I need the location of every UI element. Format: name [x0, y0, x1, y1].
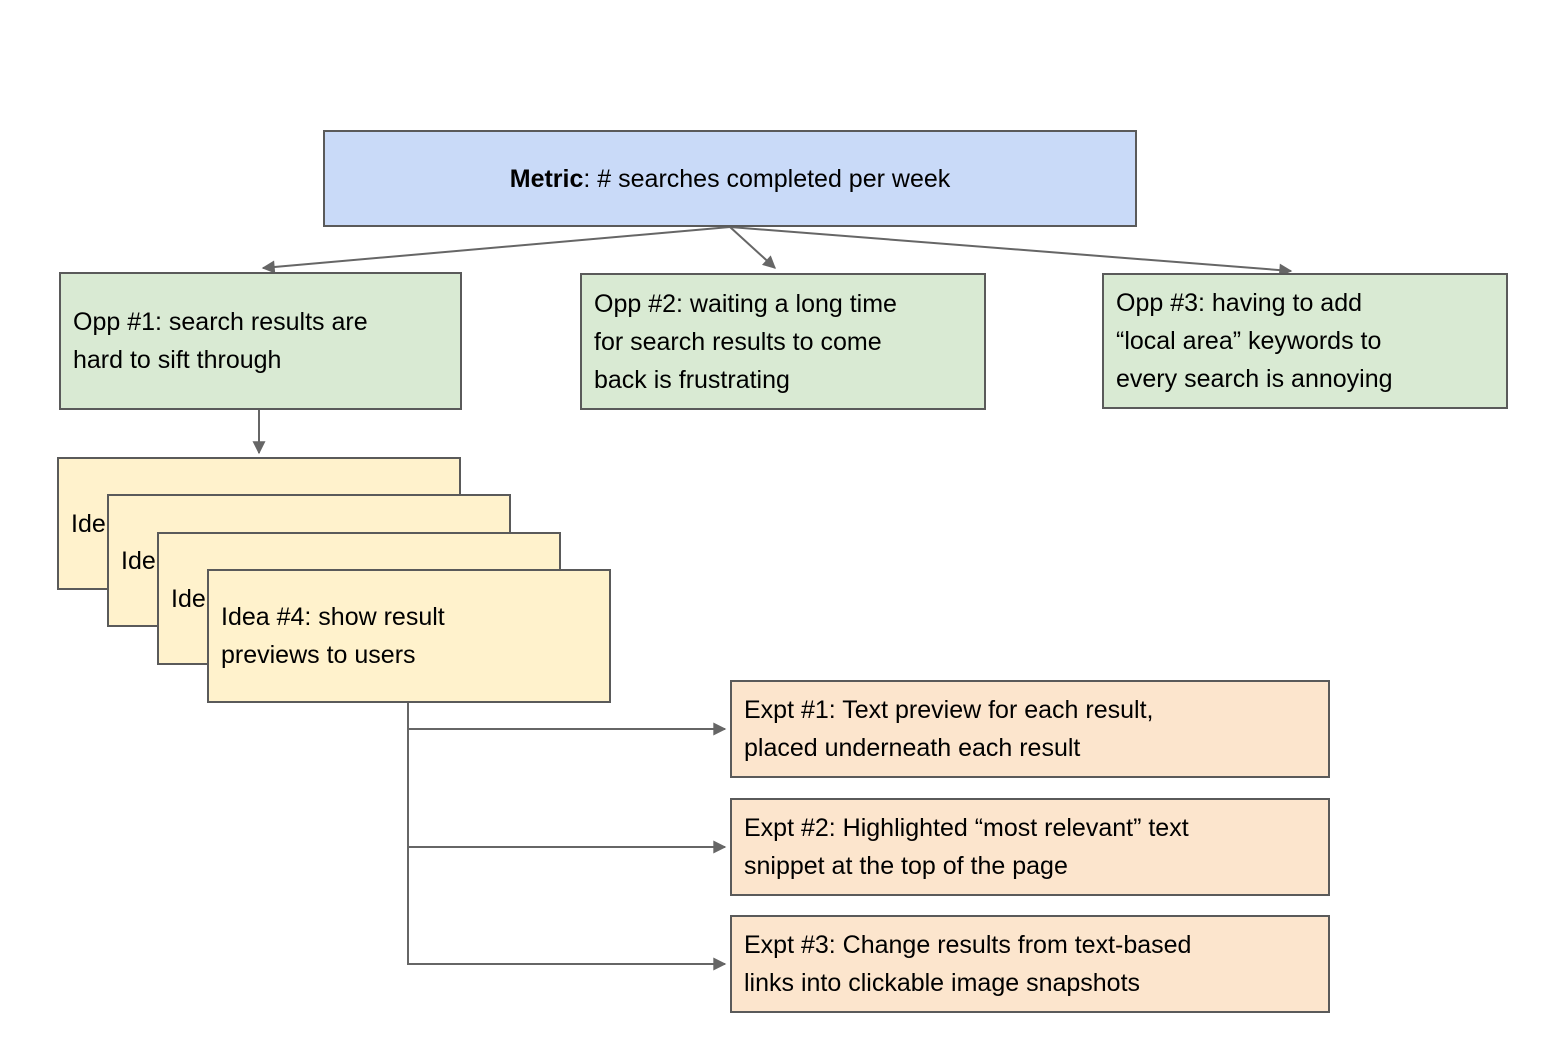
opportunity-2-box: Opp #2: waiting a long time for search r…: [580, 273, 986, 410]
experiment-1-label: Expt #1: Text preview for each result, p…: [744, 696, 1154, 762]
metric-label-rest: : # searches completed per week: [583, 164, 951, 193]
metric-box: Metric: # searches completed per week: [323, 130, 1137, 227]
opportunity-1-box: Opp #1: search results are hard to sift …: [59, 272, 462, 410]
arrow-metric-to-opp2: [729, 226, 776, 269]
idea-4-box: Idea #4: show result previews to users: [207, 569, 611, 703]
opportunity-1-label: Opp #1: search results are hard to sift …: [73, 308, 368, 374]
idea-3-label: Ide: [171, 584, 206, 613]
experiment-1-box: Expt #1: Text preview for each result, p…: [730, 680, 1330, 778]
idea-2-label: Ide: [121, 546, 156, 575]
idea-4-label: Idea #4: show result previews to users: [221, 603, 445, 669]
metric-label: Metric: # searches completed per week: [498, 160, 963, 198]
idea-1-label: Ide: [71, 509, 106, 538]
experiment-2-box: Expt #2: Highlighted “most relevant” tex…: [730, 798, 1330, 896]
arrow-metric-to-opp1: [261, 226, 731, 274]
arrow-metric-to-opp3: [729, 226, 1293, 277]
experiment-2-label: Expt #2: Highlighted “most relevant” tex…: [744, 814, 1189, 880]
experiment-3-label: Expt #3: Change results from text-based …: [744, 931, 1192, 997]
experiment-3-box: Expt #3: Change results from text-based …: [730, 915, 1330, 1013]
opportunity-2-label: Opp #2: waiting a long time for search r…: [594, 289, 897, 394]
opportunity-3-box: Opp #3: having to add “local area” keywo…: [1102, 273, 1508, 409]
metric-label-bold: Metric: [509, 164, 584, 193]
opportunity-3-label: Opp #3: having to add “local area” keywo…: [1116, 289, 1393, 393]
